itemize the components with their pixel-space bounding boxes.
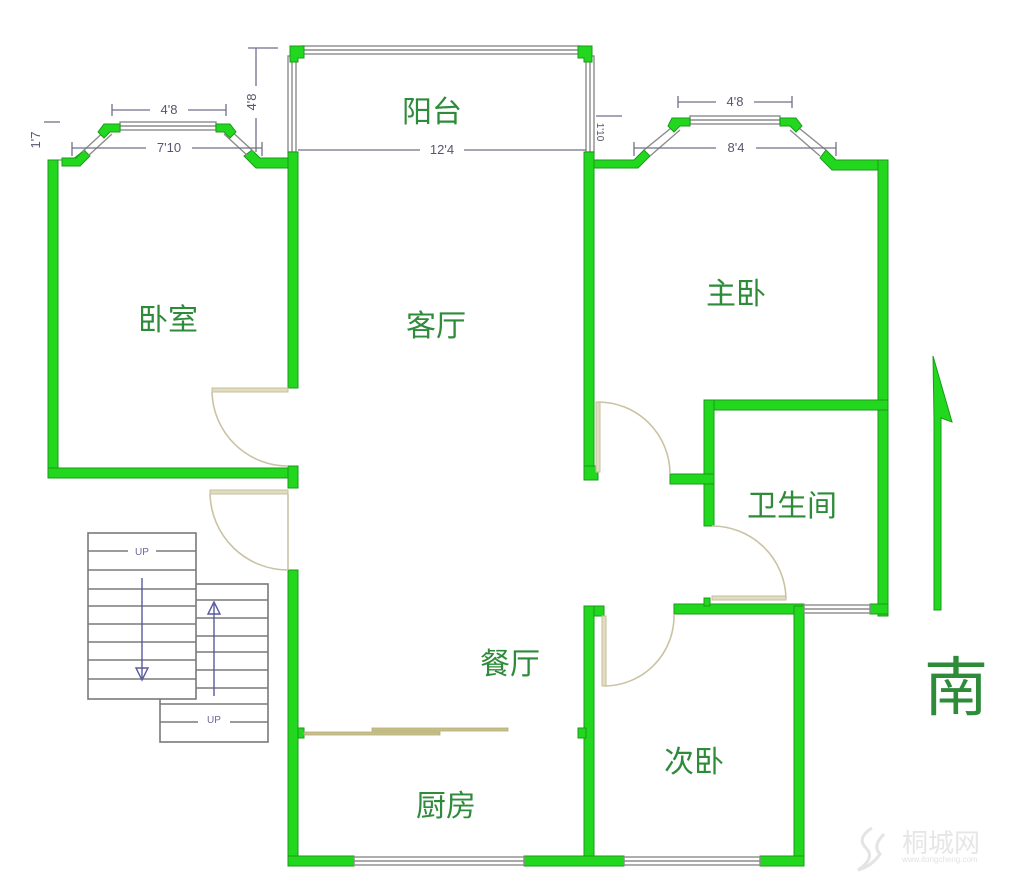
kitchen-sliding-door-b <box>371 727 509 732</box>
label-bathroom: 卫生间 <box>747 489 837 524</box>
entry-door <box>209 489 289 495</box>
walls <box>47 149 889 867</box>
room-labels: 阳台 卧室 客厅 主卧 卫生间 餐厅 厨房 次卧 <box>138 95 837 824</box>
dim-master-side-depth: 1'10 <box>594 123 605 142</box>
dim-bedroom-bay-inner: 4'8 <box>161 102 178 117</box>
bottom-windows <box>353 604 871 866</box>
label-master-bedroom: 主卧 <box>706 277 766 312</box>
label-living-room: 客厅 <box>406 309 466 344</box>
stair-up-label-upper: UP <box>135 547 149 558</box>
dim-bedroom-bay-outer: 7'10 <box>157 140 181 155</box>
dim-master-bay-outer: 8'4 <box>728 140 745 155</box>
bedroom-door <box>211 387 289 393</box>
label-balcony: 阳台 <box>402 95 462 130</box>
kitchen-sliding-door-a <box>303 731 441 736</box>
label-bedroom: 卧室 <box>138 303 198 338</box>
label-dining-room: 餐厅 <box>480 647 540 682</box>
dim-balcony-depth: 4'8 <box>244 94 259 111</box>
watermark-logo-icon <box>857 826 886 872</box>
watermark-url: www.itongcheng.com <box>901 855 978 864</box>
watermark-name: 桐城网 <box>902 829 980 859</box>
dim-balcony-width: 12'4 <box>430 142 454 157</box>
bathroom-door <box>711 595 787 601</box>
dim-master-bay-inner: 4'8 <box>727 94 744 109</box>
staircase: UP UP <box>87 532 269 743</box>
label-second-bedroom: 次卧 <box>664 745 724 780</box>
balcony-area <box>287 45 595 153</box>
compass: 南 <box>924 355 988 726</box>
stair-up-label-lower: UP <box>207 715 221 726</box>
compass-direction-label: 南 <box>924 652 988 726</box>
master-bedroom-door <box>595 401 601 473</box>
doors <box>209 387 787 736</box>
second-bedroom-door <box>601 615 607 687</box>
north-arrow-icon <box>932 355 953 611</box>
master-bay-window <box>643 115 827 157</box>
dimension-lines: 4'8 7'10 1'7 4'8 12'4 1'10 4'8 8'4 <box>28 47 837 157</box>
watermark: 桐城网 www.itongcheng.com <box>857 826 980 872</box>
dim-bedroom-bay-depth: 1'7 <box>28 132 43 149</box>
label-kitchen: 厨房 <box>416 789 476 824</box>
